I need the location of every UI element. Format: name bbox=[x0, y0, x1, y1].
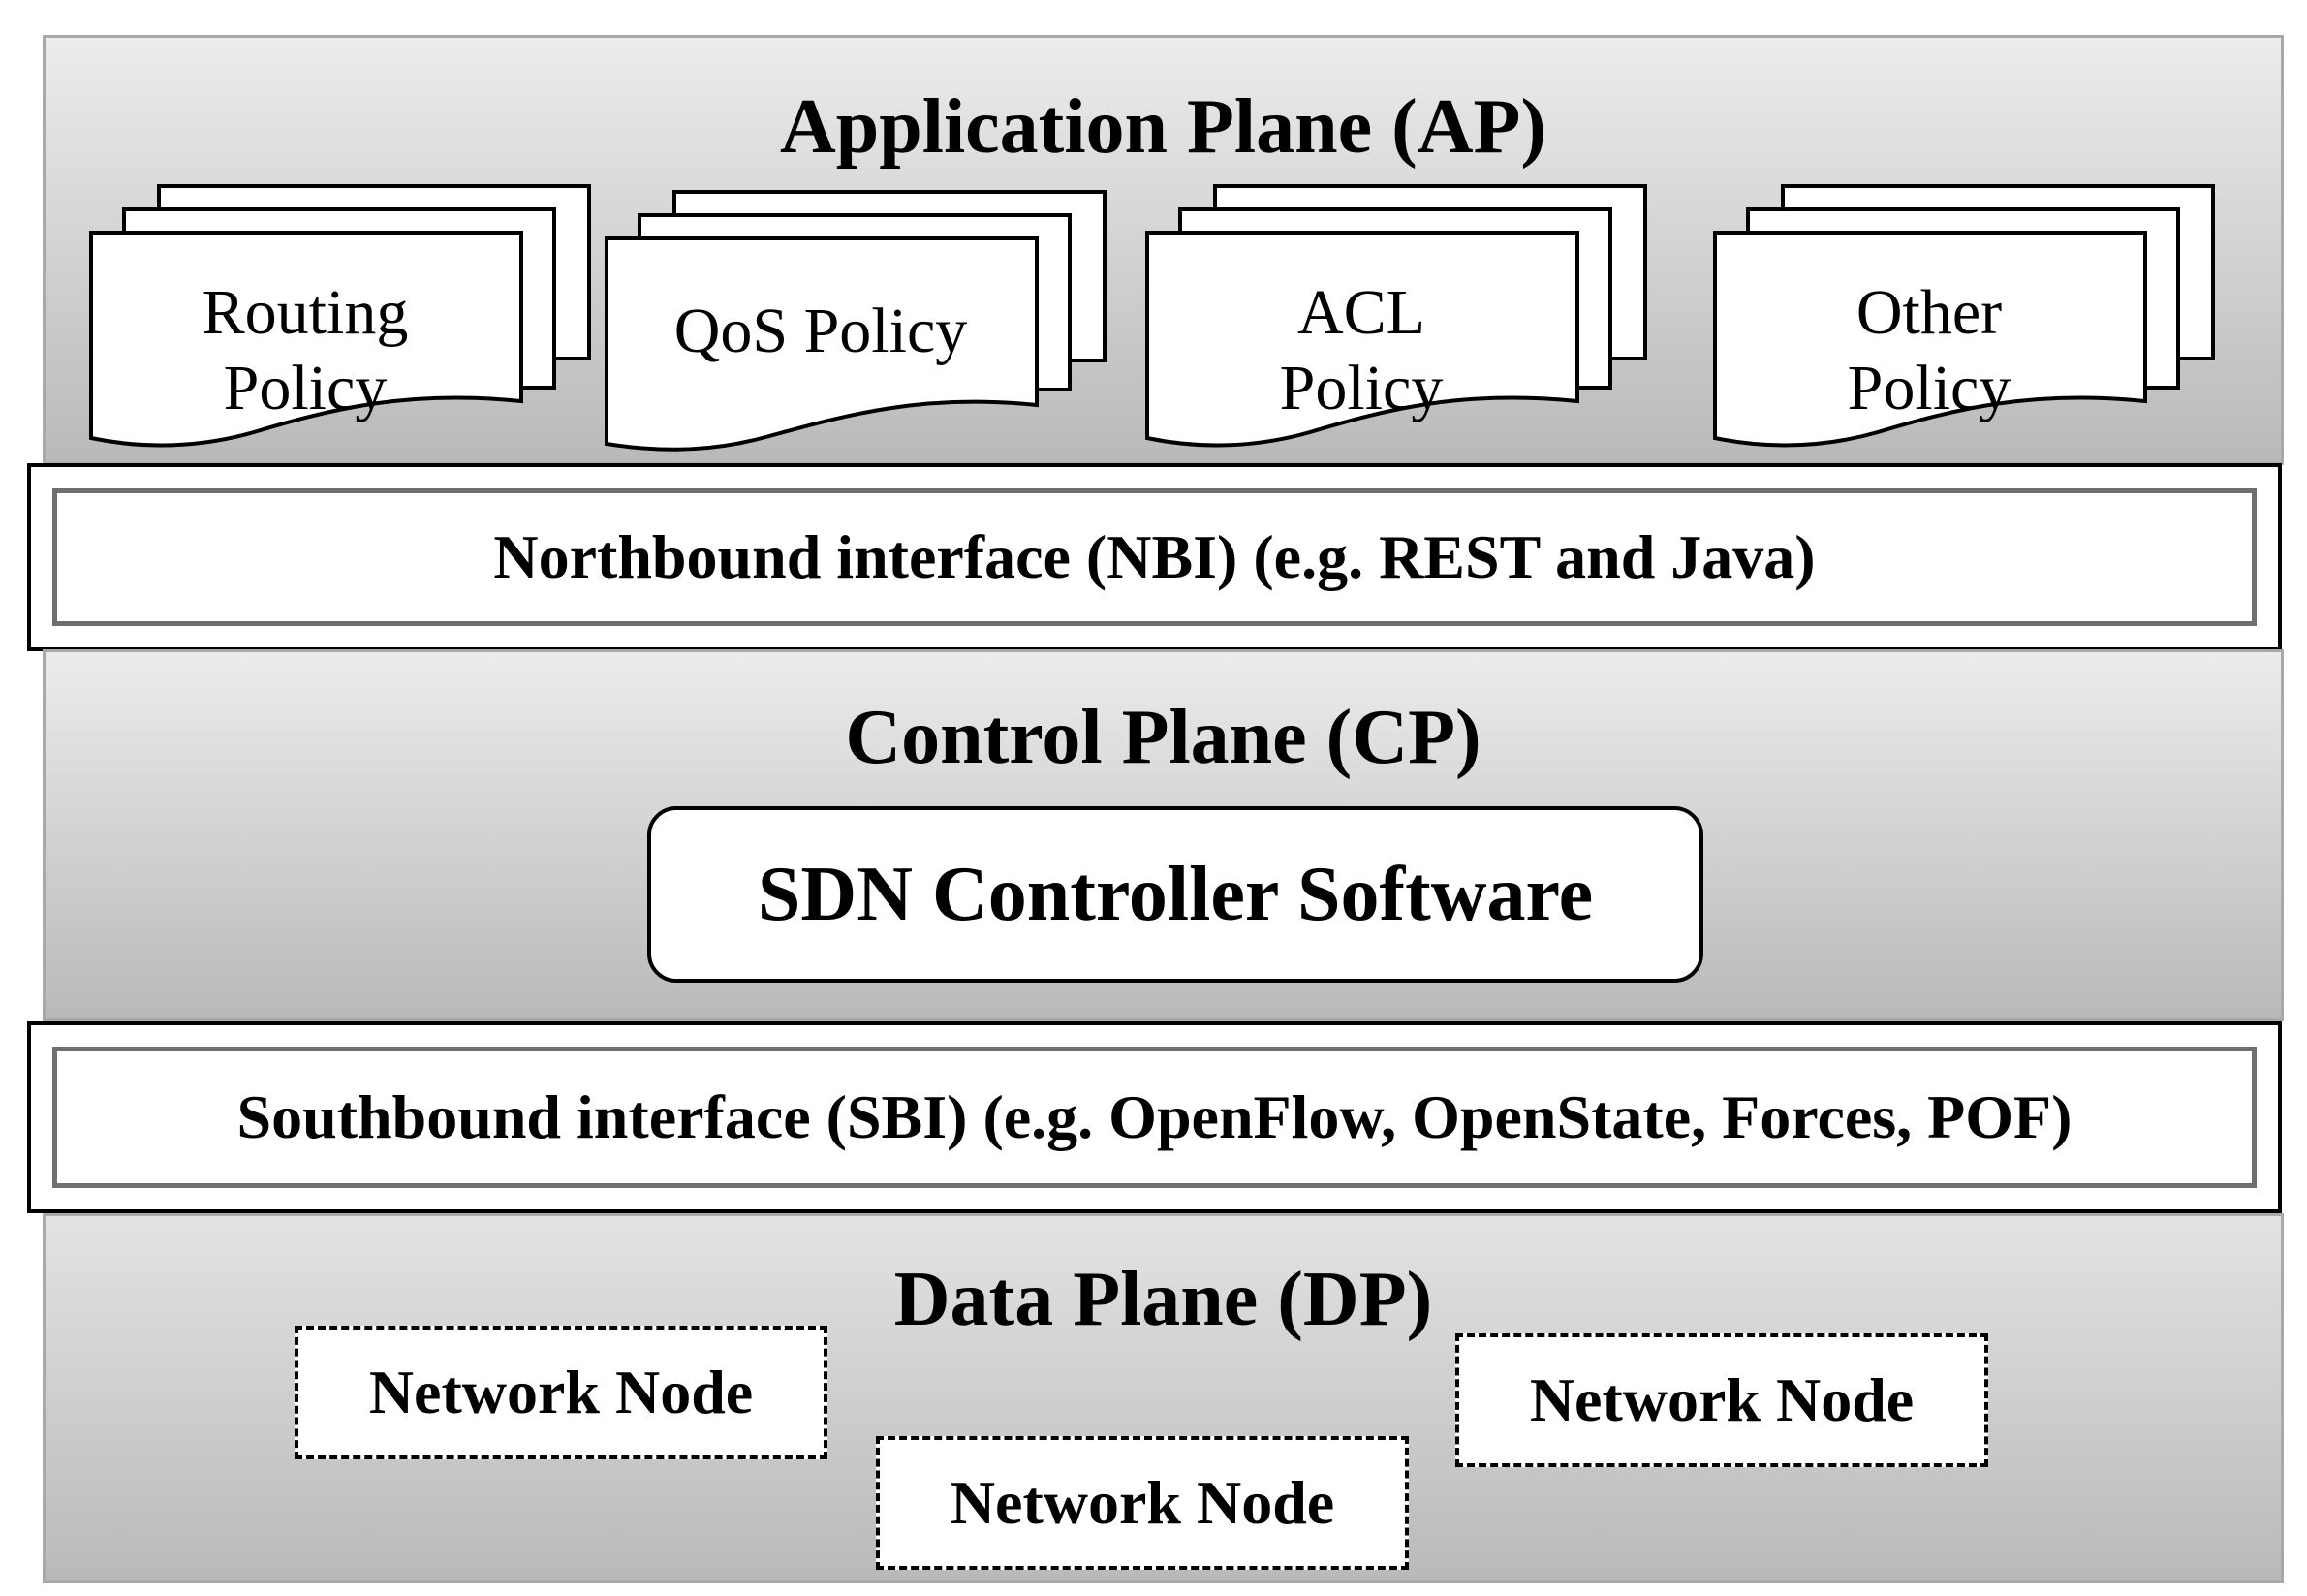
southbound-interface: Southbound interface (SBI) (e.g. OpenFlo… bbox=[27, 1021, 2282, 1213]
qos-policy-document: QoS Policy bbox=[605, 190, 1108, 461]
network-node: Network Node bbox=[1455, 1333, 1988, 1467]
other-policy-document: Other Policy bbox=[1713, 184, 2217, 455]
stacked-document-icon bbox=[89, 184, 591, 448]
stacked-document-icon bbox=[1145, 184, 1647, 448]
stacked-document-icon bbox=[1713, 184, 2215, 448]
data-plane-title: Data Plane (DP) bbox=[893, 1257, 1433, 1342]
routing-policy-label: Routing Policy bbox=[202, 277, 409, 423]
application-plane-title: Application Plane (AP) bbox=[779, 84, 1547, 170]
qos-policy-label: QoS Policy bbox=[673, 296, 968, 366]
stacked-document-icon bbox=[605, 190, 1107, 452]
southbound-interface-label: Southbound interface (SBI) (e.g. OpenFlo… bbox=[52, 1047, 2257, 1188]
other-policy-label: Other Policy bbox=[1847, 277, 2011, 423]
northbound-interface: Northbound interface (NBI) (e.g. REST an… bbox=[27, 463, 2282, 651]
northbound-interface-label: Northbound interface (NBI) (e.g. REST an… bbox=[52, 488, 2257, 626]
acl-policy-label: ACL Policy bbox=[1279, 277, 1444, 423]
routing-policy-document: Routing Policy bbox=[89, 184, 593, 455]
network-node: Network Node bbox=[876, 1436, 1409, 1570]
network-node: Network Node bbox=[295, 1326, 827, 1459]
acl-policy-document: ACL Policy bbox=[1145, 184, 1649, 455]
sdn-controller-box: SDN Controller Software bbox=[647, 806, 1703, 983]
control-plane-title: Control Plane (CP) bbox=[845, 695, 1481, 780]
